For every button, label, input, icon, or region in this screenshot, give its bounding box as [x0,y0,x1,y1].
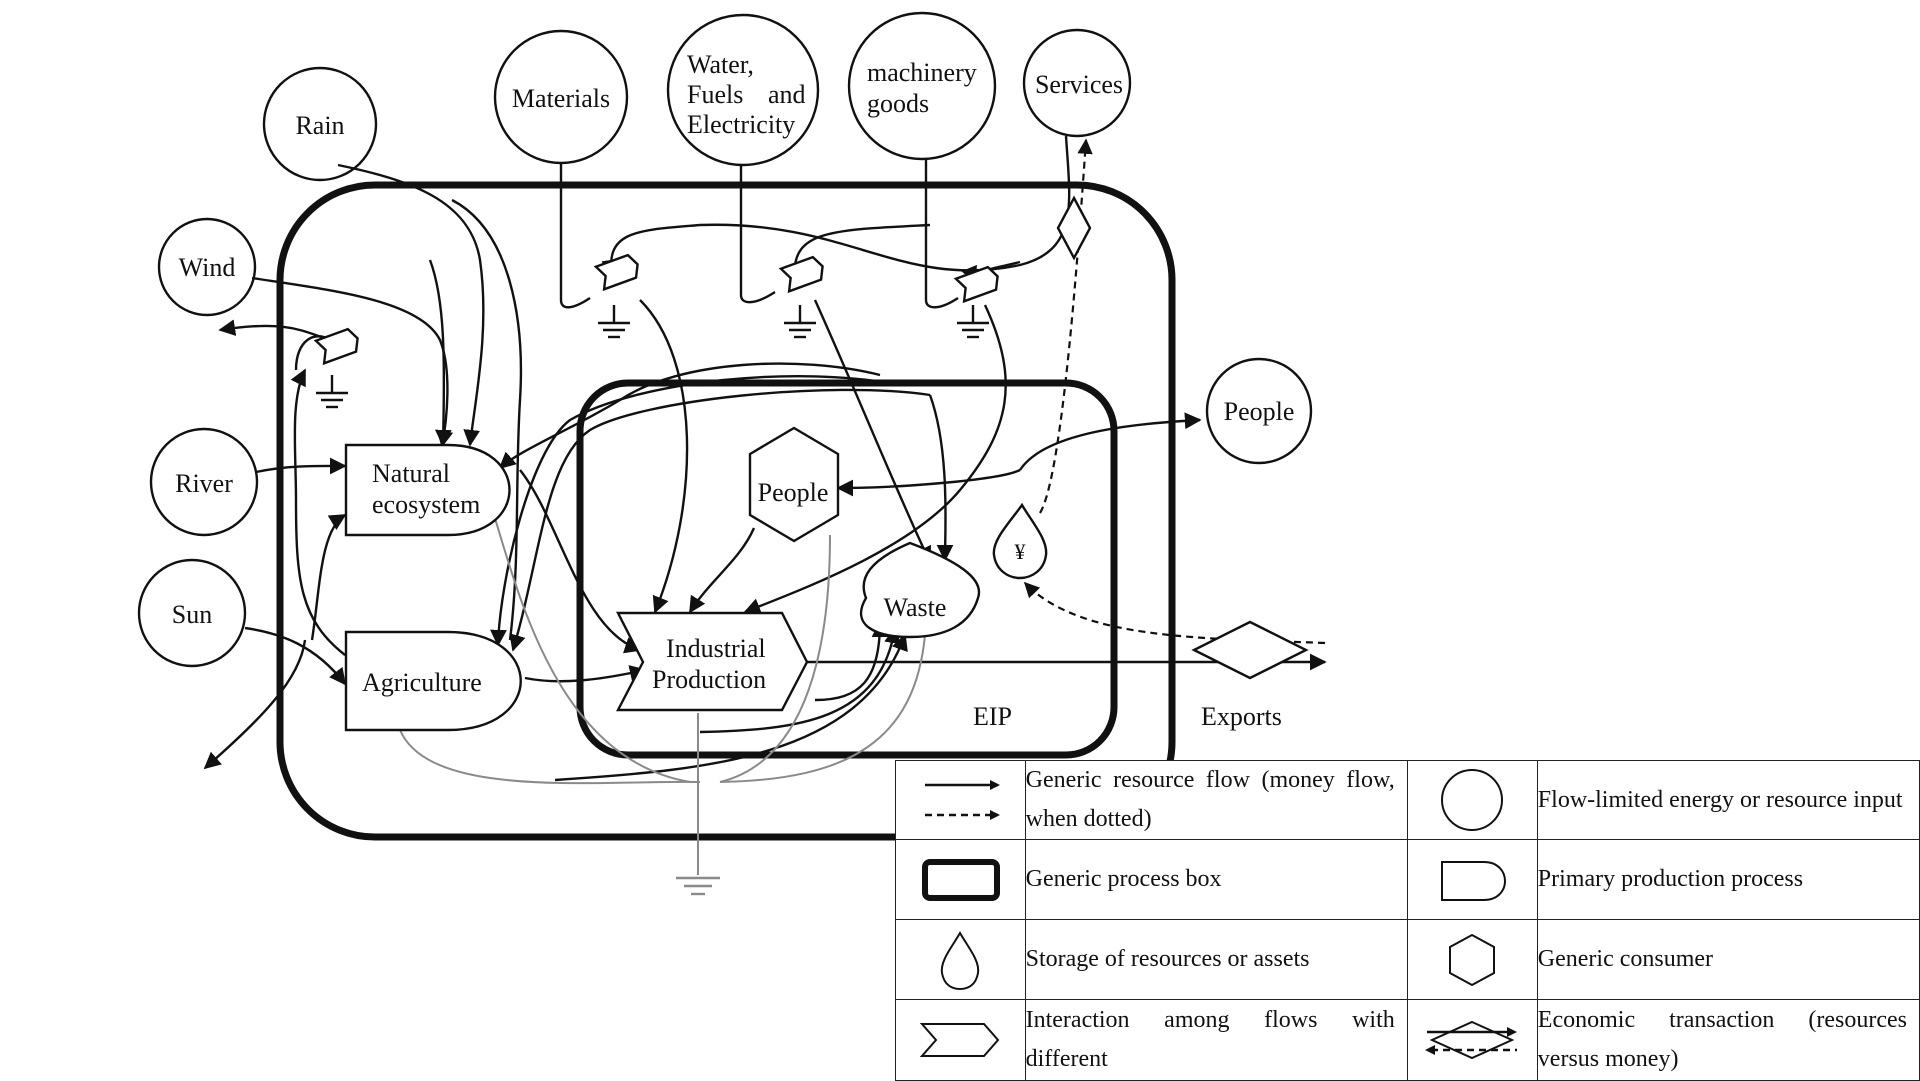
legend-text: Primary production process [1536,839,1920,920]
ground-symbols [316,305,989,896]
legend-text: Generic process box [1024,839,1408,920]
svg-text:People: People [1224,397,1295,426]
eip-label: EIP [973,702,1012,731]
people-consumer-hexagon: People [748,426,840,543]
svg-text:¥: ¥ [1015,539,1026,564]
industrial-production-interaction: Industrial Production [616,611,809,712]
svg-text:Electricity: Electricity [687,110,795,139]
eip-box [576,379,1118,759]
legend-symbol-box [895,839,1026,920]
source-materials: Materials [493,29,629,165]
exports-transaction-diamond [1191,620,1309,680]
svg-text:Agriculture: Agriculture [362,668,482,697]
svg-text:Industrial: Industrial [666,634,766,663]
svg-text:Fuels: Fuels [687,80,743,109]
source-sun: Sun [137,558,247,668]
svg-text:Sun: Sun [172,600,212,629]
legend-symbol-circle [1406,760,1538,840]
agriculture-process: Agriculture [344,630,522,732]
services-transaction-diamond [1056,195,1092,261]
legend-text: Flow-limited energy or resource input [1536,760,1920,840]
sink-people-outside: People [1205,357,1313,465]
svg-text:ecosystem: ecosystem [372,490,480,519]
legend-text: Generic resource flow (money flow, when … [1024,760,1408,840]
source-wind: Wind [157,217,257,317]
legend-text: Storage of resources or assets [1024,919,1408,1000]
svg-text:Production: Production [652,665,766,694]
svg-text:Materials: Materials [512,84,610,113]
svg-text:People: People [758,478,829,507]
svg-text:goods: goods [867,89,929,118]
legend-text: Economic transaction (resources versus m… [1536,999,1920,1081]
source-machinery-goods: machinery goods [847,11,997,161]
waste-storage: Waste [859,541,981,639]
legend-symbol-flow [895,760,1026,840]
legend-table: Generic resource flow (money flow, when … [895,760,1920,1081]
droplet-icon [941,930,980,990]
legend-symbol-production [1406,839,1538,920]
legend-text: Generic consumer [1536,919,1920,1000]
legend-symbol-interaction [895,999,1026,1081]
chevron-icon [920,1023,1000,1057]
hexagon-icon [1449,933,1496,986]
source-services: Services [1022,28,1132,138]
system-boundary-box [276,181,1176,841]
natural-ecosystem-process: Natural ecosystem [344,443,511,537]
flow-lines [203,135,1327,782]
money-storage-tank: ¥ [992,502,1048,580]
thick-box-icon [922,858,1001,901]
svg-text:and: and [768,80,806,109]
source-water-fuels-electricity: Water, Fuels and Electricity [666,13,820,167]
source-river: River [149,427,259,537]
legend-symbol-transaction [1406,999,1538,1081]
legend-symbol-consumer [1406,919,1538,1000]
svg-text:machinery: machinery [867,58,977,87]
svg-text:Water,: Water, [687,50,754,79]
diamond-transaction-icon [1425,1020,1518,1060]
svg-text:River: River [175,469,233,498]
legend-symbol-storage [895,919,1026,1000]
svg-text:Waste: Waste [884,593,947,622]
half-round-box-icon [1441,860,1507,901]
grey-flow-lines [399,514,926,875]
arrow-solid-and-dotted-icon [925,780,1001,820]
svg-text:Services: Services [1035,70,1123,99]
interaction-symbols [313,253,999,366]
exports-label: Exports [1201,702,1282,731]
circle-icon [1441,769,1504,831]
svg-text:Wind: Wind [179,253,236,282]
svg-text:Rain: Rain [295,111,344,140]
source-rain: Rain [262,66,378,182]
svg-text:Natural: Natural [372,459,450,488]
legend-text: Interaction among flows with different [1024,999,1408,1081]
